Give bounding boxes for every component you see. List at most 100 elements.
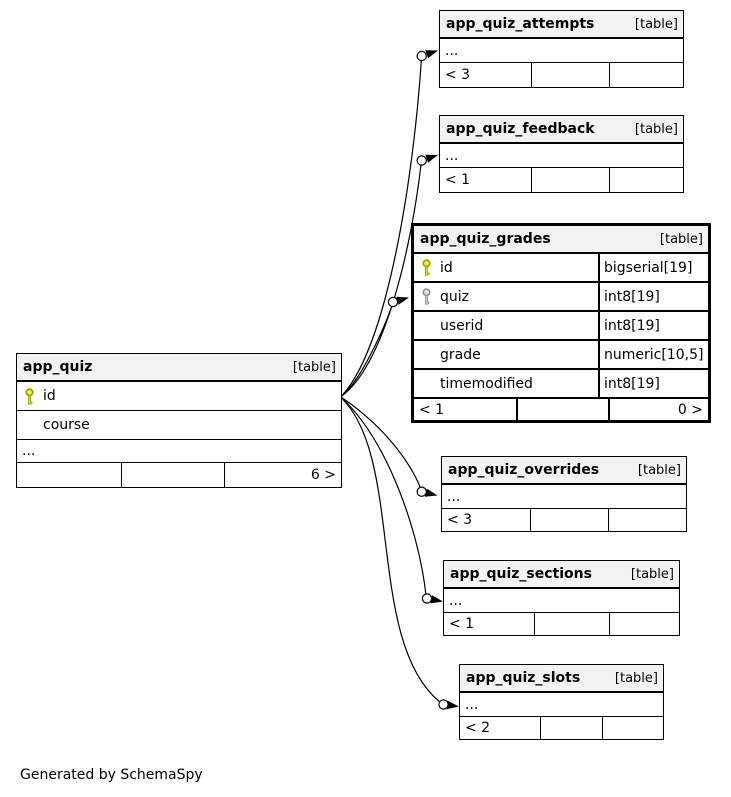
table-node-app-quiz[interactable]: app_quiz [table] id course ...	[16, 353, 342, 488]
column-type: int8[19]	[604, 375, 660, 392]
table-header[interactable]: app_quiz_feedback [table]	[440, 116, 683, 144]
table-type-badge: [table]	[630, 566, 674, 582]
edge-endpoint-circle	[416, 155, 427, 166]
table-header[interactable]: app_quiz_sections [table]	[444, 561, 679, 589]
table-header[interactable]: app_quiz_overrides [table]	[442, 457, 686, 485]
table-node-app-quiz-overrides[interactable]: app_quiz_overrides [table] ... < 3	[441, 456, 687, 532]
footer-cell	[121, 463, 224, 487]
edge-arrowhead	[425, 50, 438, 59]
table-header[interactable]: app_quiz_slots [table]	[460, 665, 663, 693]
column-name: grade	[440, 346, 481, 363]
column-row-grade: grade numeric[10,5]	[414, 341, 708, 370]
table-footer: < 3	[442, 509, 686, 531]
table-type-badge: [table]	[659, 231, 703, 247]
table-type-badge: [table]	[634, 121, 678, 137]
edge-arrowhead	[396, 296, 409, 305]
edge-app_quiz-slots	[340, 397, 440, 702]
footer-children-count	[17, 463, 121, 487]
table-node-app-quiz-sections[interactable]: app_quiz_sections [table] ... < 1	[443, 560, 680, 636]
footer-parents-count	[602, 717, 663, 739]
edge-arrowhead	[424, 488, 438, 497]
column-row-course: course	[17, 411, 341, 440]
edge-app_quiz-overrides	[340, 396, 421, 488]
column-name: id	[440, 259, 453, 276]
table-node-app-quiz-slots[interactable]: app_quiz_slots [table] ... < 2	[459, 664, 664, 740]
footer-cell	[539, 717, 603, 739]
table-name[interactable]: app_quiz	[23, 359, 93, 375]
footer-children-count: < 3	[445, 67, 471, 83]
column-type: int8[19]	[604, 288, 660, 305]
table-name[interactable]: app_quiz_sections	[450, 566, 592, 582]
table-type-badge: [table]	[614, 670, 658, 686]
collapsed-columns-row: ...	[442, 485, 686, 509]
footer-cell	[516, 399, 608, 420]
edge-arrowhead	[425, 154, 438, 163]
table-footer: < 2	[460, 717, 663, 739]
footer-children-count: < 1	[419, 401, 445, 418]
footer-cell	[531, 168, 609, 192]
edge-endpoint-circle	[416, 50, 427, 62]
column-type: int8[19]	[604, 317, 660, 334]
table-name[interactable]: app_quiz_overrides	[448, 462, 600, 478]
edge-arrowhead	[430, 595, 443, 604]
edge-arrowhead	[446, 700, 459, 710]
table-footer: < 1	[440, 168, 683, 192]
table-header[interactable]: app_quiz_attempts [table]	[440, 11, 683, 39]
table-header[interactable]: app_quiz_grades [table]	[414, 226, 708, 254]
edge-endpoint-circle	[438, 699, 449, 710]
table-type-badge: [table]	[292, 359, 336, 375]
collapsed-columns-row: ...	[440, 144, 683, 168]
collapsed-columns-row: ...	[17, 440, 341, 463]
collapsed-columns-row: ...	[440, 39, 683, 63]
footer-children-count: < 1	[449, 616, 475, 632]
column-row-quiz: quiz int8[19]	[414, 283, 708, 312]
column-type: bigserial[19]	[604, 259, 693, 276]
column-row-id: id bigserial[19]	[414, 254, 708, 283]
table-footer: 6 >	[17, 463, 341, 487]
edge-app_quiz-feedback	[340, 164, 422, 397]
edge-app_quiz-sections	[340, 396, 427, 595]
footer-cell	[534, 613, 609, 635]
footer-parents-count: 6 >	[224, 463, 341, 487]
table-name[interactable]: app_quiz_feedback	[446, 121, 595, 137]
footer-parents-count	[609, 168, 683, 192]
table-node-app-quiz-attempts[interactable]: app_quiz_attempts [table] ... < 3	[439, 10, 684, 88]
edge-endpoint-circle	[416, 486, 427, 497]
column-name: quiz	[440, 288, 469, 305]
column-row-timemodified: timemodified int8[19]	[414, 370, 708, 399]
collapsed-columns-row: ...	[444, 589, 679, 613]
primary-key-icon	[24, 387, 37, 405]
table-header[interactable]: app_quiz [table]	[17, 354, 341, 382]
column-name: timemodified	[440, 375, 533, 392]
table-name[interactable]: app_quiz_attempts	[446, 16, 595, 32]
edge-endpoint-circle	[387, 296, 399, 308]
foreign-key-icon	[421, 288, 434, 305]
footer-cell	[530, 509, 608, 531]
column-name: userid	[440, 317, 484, 334]
table-name[interactable]: app_quiz_grades	[420, 231, 551, 247]
footer-parents-count	[608, 509, 686, 531]
table-name[interactable]: app_quiz_slots	[466, 670, 581, 686]
footer-children-count: < 2	[465, 720, 491, 736]
edge-app_quiz-grades	[340, 306, 393, 397]
footer-parents-count	[609, 613, 679, 635]
column-type: numeric[10,5]	[604, 346, 704, 363]
edge-endpoint-circle	[421, 593, 433, 604]
footer-cell	[531, 63, 609, 87]
collapsed-columns-row: ...	[460, 693, 663, 717]
table-type-badge: [table]	[637, 462, 681, 478]
column-row-userid: userid int8[19]	[414, 312, 708, 341]
primary-key-icon	[421, 259, 434, 276]
footer-children-count: < 3	[447, 512, 473, 528]
table-node-app-quiz-feedback[interactable]: app_quiz_feedback [table] ... < 1	[439, 115, 684, 193]
generator-credit: Generated by SchemaSpy	[20, 767, 203, 783]
edge-app_quiz-attempts	[340, 60, 422, 397]
table-node-app-quiz-grades[interactable]: app_quiz_grades [table] id bigserial[19]	[411, 223, 711, 423]
column-name: id	[43, 388, 56, 404]
footer-children-count: < 1	[445, 172, 471, 188]
column-name: course	[43, 417, 90, 433]
table-type-badge: [table]	[634, 16, 678, 32]
table-footer: < 1 0 >	[414, 399, 708, 420]
